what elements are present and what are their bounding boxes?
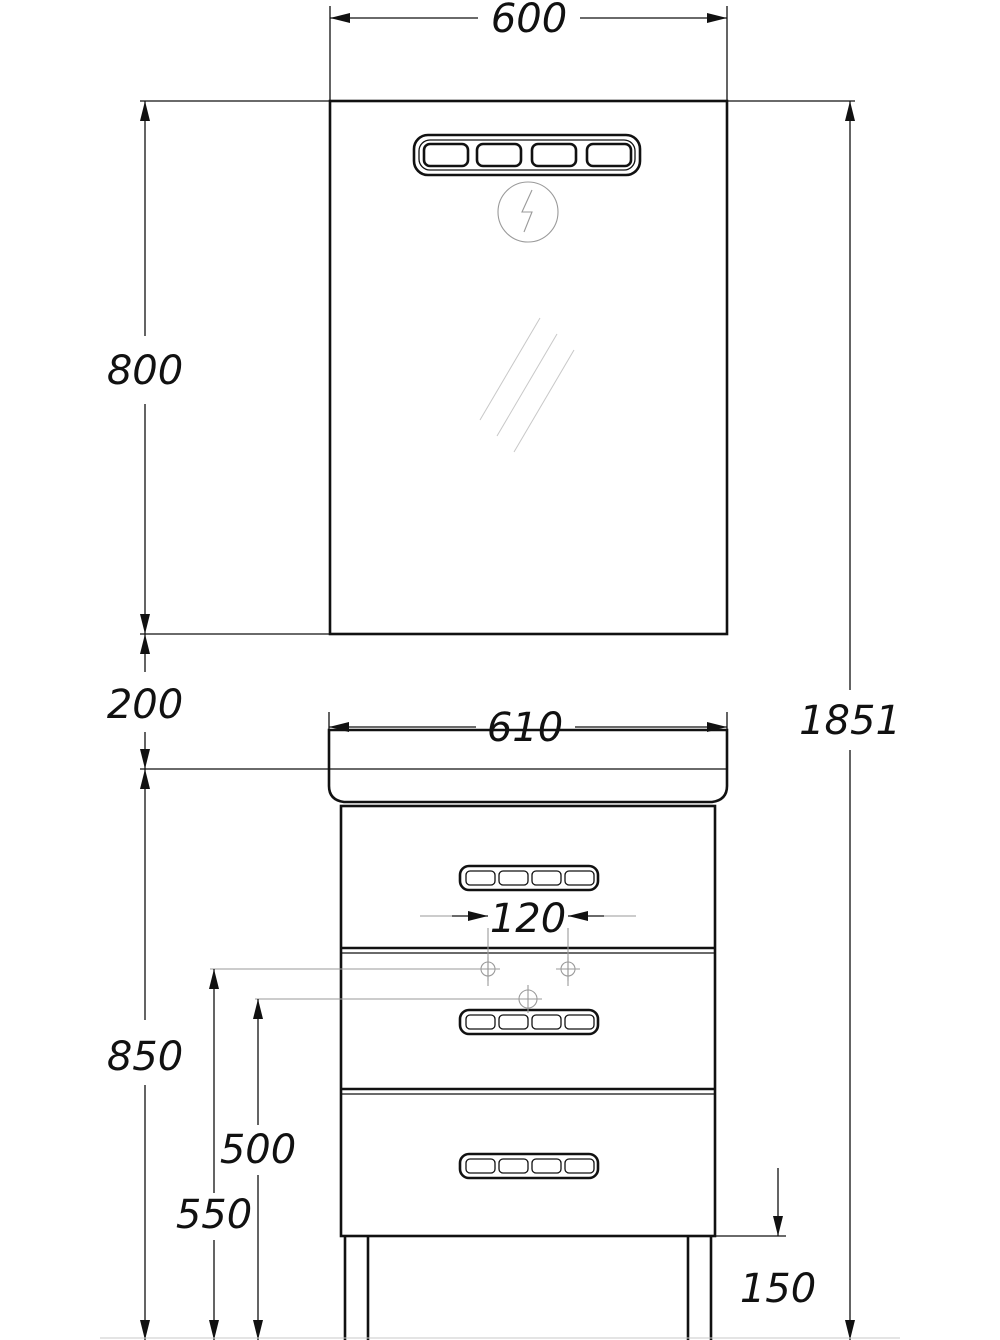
supply-height-label: 550: [176, 1192, 252, 1238]
mirror-light-fixture: [412, 133, 642, 177]
dimension-total-height: 1851: [727, 100, 901, 1340]
vanity-legs: [343, 1236, 713, 1340]
mirror-width-label: 600: [491, 0, 567, 42]
mirror-height-label: 800: [107, 348, 183, 394]
drawer-handle-middle: [458, 1008, 600, 1036]
dimension-leg-height: 150: [715, 1168, 816, 1312]
washbasin-top: [327, 728, 729, 804]
dimension-mirror-width: 600: [329, 0, 728, 101]
vanity-cabinet-body: [339, 804, 717, 1238]
mirror-cabinet: [328, 99, 729, 636]
gap-label: 200: [107, 682, 183, 728]
vanity-width-label: 610: [487, 705, 563, 751]
drain-height-label: 500: [220, 1127, 296, 1173]
dimension-gap: 200: [107, 634, 183, 769]
tap-spacing-label: 120: [490, 896, 566, 942]
mirror-glass-reflection-icon: [479, 317, 575, 453]
dimension-supply-height: 550: [176, 968, 480, 1340]
vanity-height-label: 850: [107, 1034, 183, 1080]
vanity-unit: [327, 728, 729, 1340]
drawer-handle-bottom: [458, 1152, 600, 1180]
water-supply-points: [476, 957, 580, 981]
leg-height-label: 150: [740, 1266, 816, 1312]
dimension-tap-spacing: 120: [420, 896, 636, 986]
total-height-label: 1851: [799, 698, 901, 744]
drawer-handle-top: [458, 864, 600, 892]
dimension-vanity-width: 610: [328, 705, 728, 751]
dimension-vanity-height: 850: [107, 768, 727, 1340]
mirror-cabinet-body: [328, 99, 729, 636]
dimension-mirror-height: 800: [107, 100, 330, 635]
dimension-drain-height: 500: [220, 998, 519, 1340]
electric-socket-icon: [497, 181, 559, 243]
